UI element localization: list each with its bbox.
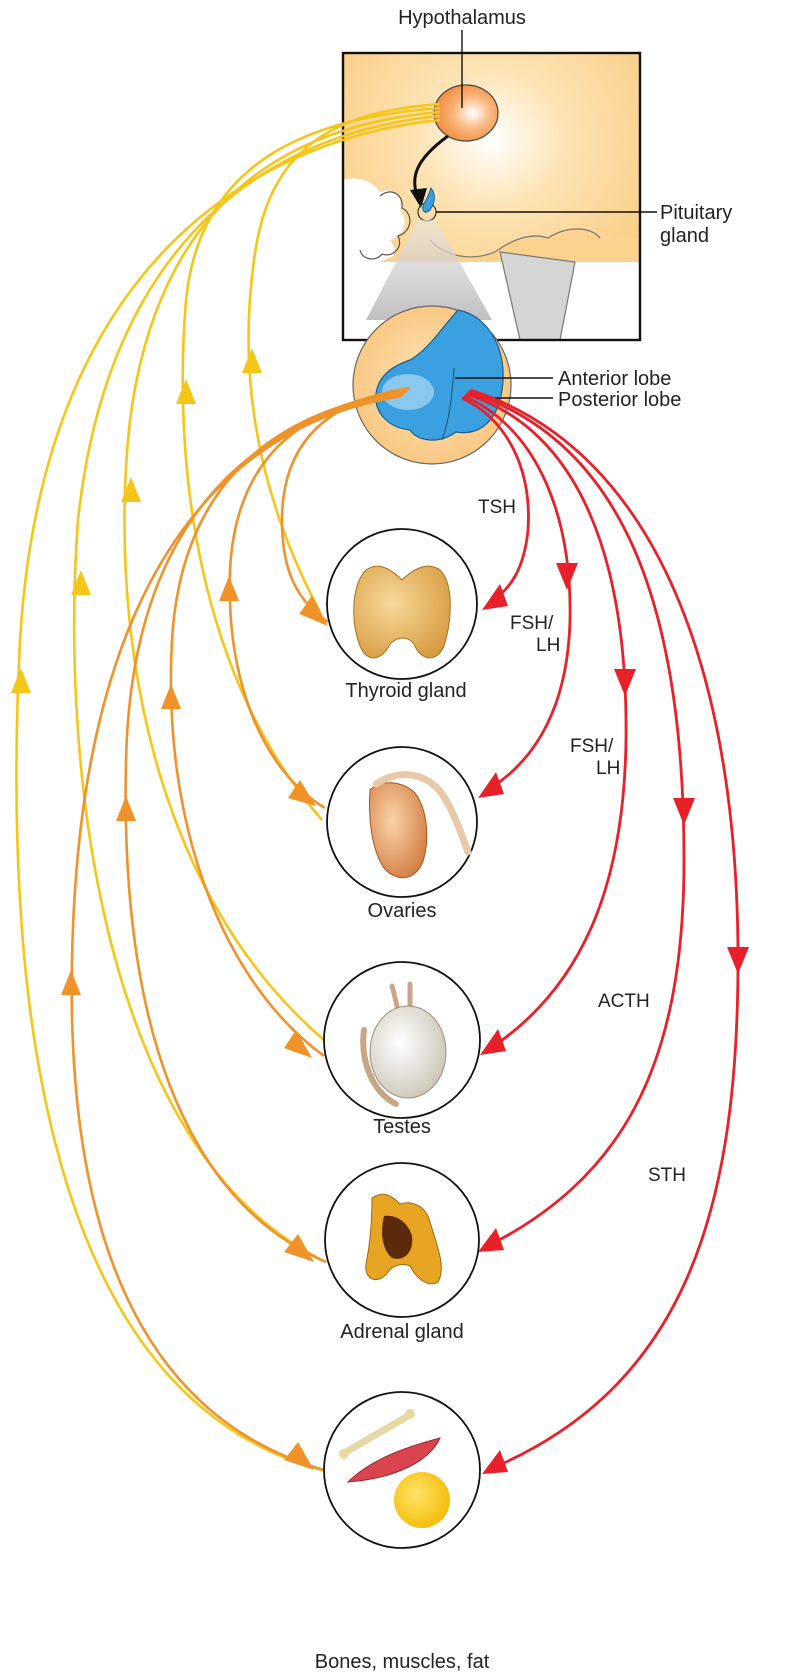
adrenal-label: Adrenal gland xyxy=(340,1321,463,1343)
posterior-lobe-label: Posterior lobe xyxy=(558,389,681,411)
fsh-lh-label-2-line1: FSH/ xyxy=(570,736,614,757)
hypothalamus-shape xyxy=(434,85,498,141)
organ-ovaries xyxy=(327,747,477,897)
thyroid-label: Thyroid gland xyxy=(345,680,466,702)
feedback-orange-3 xyxy=(171,392,406,1056)
fsh-lh-label-2-line2: LH xyxy=(596,758,620,779)
ovaries-label: Ovaries xyxy=(368,900,437,922)
pituitary-label-line2: gland xyxy=(660,225,709,247)
fsh-lh-label-1-line2: LH xyxy=(536,635,560,656)
acth-arrow xyxy=(468,392,684,1248)
organ-bones-muscles-fat xyxy=(324,1392,480,1548)
hypothalamus-label: Hypothalamus xyxy=(398,7,526,29)
organ-adrenal xyxy=(325,1163,479,1317)
acth-label: ACTH xyxy=(598,991,650,1012)
anterior-lobe-label: Anterior lobe xyxy=(558,368,671,390)
pituitary-label-line1: Pituitary xyxy=(660,202,732,224)
tsh-label: TSH xyxy=(478,497,516,518)
pituitary-enlarged xyxy=(353,306,511,464)
organ-testes xyxy=(324,962,480,1118)
testes-label: Testes xyxy=(373,1116,431,1138)
hormone-arrowheads xyxy=(478,563,749,1474)
sth-label: STH xyxy=(648,1165,686,1186)
hormone-arrow-group xyxy=(462,390,738,1470)
bones-muscles-fat-label: Bones, muscles, fat xyxy=(315,1651,490,1673)
feedback-yellow-arrowheads xyxy=(11,348,262,693)
organ-thyroid xyxy=(327,529,477,679)
fsh-lh-label-1-line1: FSH/ xyxy=(510,613,554,634)
